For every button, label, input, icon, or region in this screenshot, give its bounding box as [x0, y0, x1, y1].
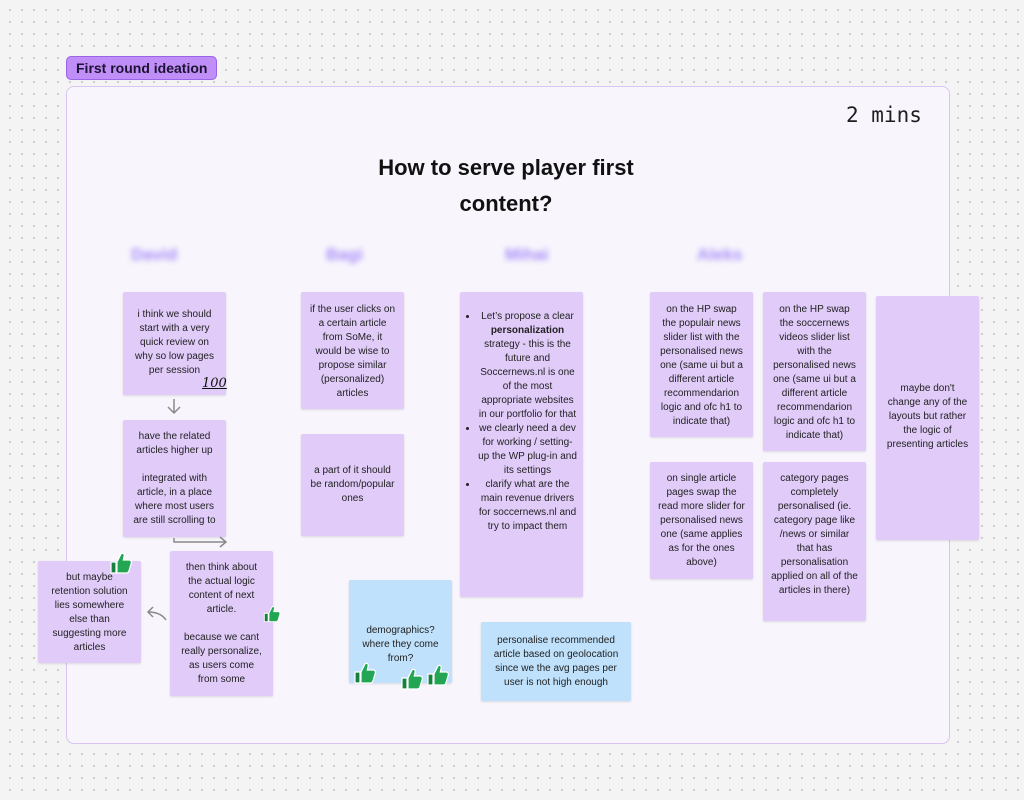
thumbs-up-icon	[262, 604, 282, 624]
question-line-1: How to serve player first	[378, 155, 634, 180]
sticky-note[interactable]: on the HP swap the populair news slider …	[650, 292, 753, 437]
participant-name-3: Mihai	[505, 245, 549, 264]
sticky-text: i think we should start with a very quic…	[135, 309, 214, 376]
sticky-text: category pages completely personalised (…	[771, 473, 858, 596]
sticky-note[interactable]: maybe don't change any of the layouts bu…	[876, 296, 979, 540]
sticky-note[interactable]: if the user clicks on a certain article …	[301, 292, 404, 409]
sticky-note[interactable]: personalise recommended article based on…	[481, 622, 631, 701]
sticky-text-bold: personalization	[490, 325, 565, 336]
sticky-text: integrated with article, in a place wher…	[133, 473, 216, 526]
sticky-text: then think about the actual logic conten…	[185, 562, 258, 615]
sticky-note[interactable]: have the related articles higher up inte…	[123, 420, 226, 537]
timer: 2 mins	[846, 103, 922, 127]
list-item: Let’s propose a clear personalization st…	[478, 310, 577, 422]
list-item: clarify what are the main revenue driver…	[478, 478, 577, 534]
sticky-text: demographics? where they come from?	[362, 625, 439, 664]
sticky-text: maybe don't change any of the layouts bu…	[886, 383, 969, 450]
question-title: How to serve player first content?	[336, 150, 676, 222]
sticky-note[interactable]: on the HP swap the soccernews videos sli…	[763, 292, 866, 451]
sticky-text: because we cant really personalize, as u…	[181, 632, 262, 685]
sticky-text: a part of it should be random/popular on…	[310, 465, 395, 504]
sticky-text: have the related articles higher up	[136, 431, 213, 456]
question-line-2: content?	[459, 191, 553, 216]
thumbs-up-icon	[108, 550, 134, 576]
bullet-list: Let’s propose a clear personalization st…	[464, 310, 577, 534]
frame-label[interactable]: First round ideation	[66, 56, 218, 80]
sticky-text: but maybe retention solution lies somewh…	[51, 572, 128, 653]
sticky-note[interactable]: a part of it should be random/popular on…	[301, 434, 404, 536]
sticky-text: personalise recommended article based on…	[493, 635, 619, 688]
participant-name-1: David	[131, 245, 178, 264]
participant-name-2: Bagi	[326, 245, 363, 264]
sticky-text: on the HP swap the populair news slider …	[660, 304, 743, 427]
sticky-note[interactable]: then think about the actual logic conten…	[170, 551, 273, 696]
thumbs-up-icon	[399, 666, 425, 692]
bracket-connector	[173, 536, 228, 548]
list-item: we clearly need a dev for working / sett…	[478, 422, 577, 478]
sticky-text: on the HP swap the soccernews videos sli…	[773, 304, 856, 441]
thumbs-up-icon	[425, 662, 451, 688]
sticky-text: if the user clicks on a certain article …	[309, 304, 396, 399]
sticky-note[interactable]: Let’s propose a clear personalization st…	[460, 292, 583, 597]
annotation-100: 100	[202, 376, 227, 391]
sticky-text: on single article pages swap the read mo…	[658, 473, 745, 568]
sticky-note[interactable]: category pages completely personalised (…	[763, 462, 866, 621]
sticky-note[interactable]: but maybe retention solution lies somewh…	[38, 561, 141, 663]
arrow-down-connector	[167, 399, 181, 415]
sticky-note[interactable]: i think we should start with a very quic…	[123, 292, 226, 395]
participant-name-4: Aleks	[697, 245, 743, 264]
arrow-left-connector	[146, 606, 167, 621]
sticky-text: strategy - this is the future and Soccer…	[478, 339, 577, 420]
thumbs-up-icon	[352, 660, 378, 686]
sticky-text: Let’s propose a clear	[481, 311, 574, 322]
sticky-note[interactable]: on single article pages swap the read mo…	[650, 462, 753, 579]
